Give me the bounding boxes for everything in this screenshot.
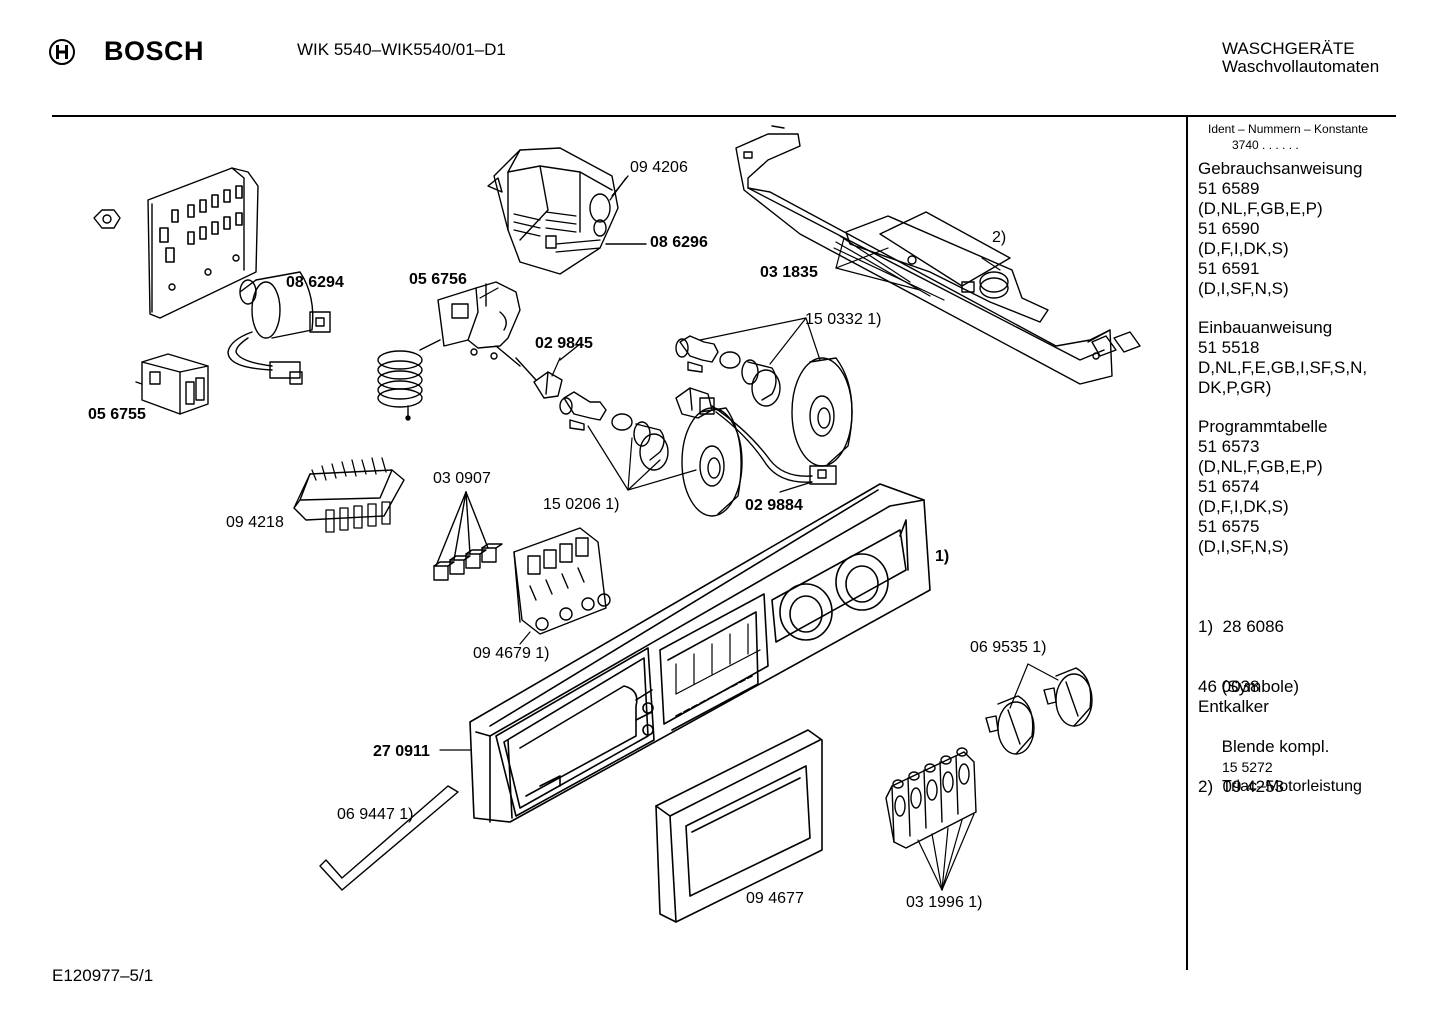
sidebar-section-descaler: 46 0038 Entkalker [1198,677,1269,717]
part-label-031996: 03 1996 1) [906,894,983,911]
part-label-094679: 09 4679 1) [473,645,550,662]
part-label-150332: 15 0332 1) [805,311,882,328]
exploded-parts-drawing [0,0,1186,1000]
part-label-094218: 09 4218 [226,514,284,531]
sidebar-line: DK,P,GR) [1198,378,1272,397]
sidebar-line: Gebrauchsanweisung [1198,159,1363,178]
leader-lines-031996 [918,814,974,890]
part-label-note1: 1) [935,548,950,565]
leader-lines-069535 [1010,664,1058,708]
spanner-key-069447 [320,786,458,890]
knob-right-069535 [1044,668,1092,726]
header-rule [52,115,1396,117]
part-label-056756: 05 6756 [409,271,467,288]
sidebar-line: 1) 28 6086 [1198,617,1285,636]
sidebar-line: (D,NL,F,GB,E,P) [1198,457,1323,476]
sidebar-line: (D,I,SF,N,S) [1198,537,1289,556]
part-label-031835: 03 1835 [760,264,818,281]
part-label-270911: 27 0911 [373,743,430,760]
part-label-069535: 06 9535 1) [970,639,1047,656]
wiring-harness-029884 [676,388,836,484]
mounting-plate [148,168,258,318]
lamp-assembly-right [676,336,780,406]
ident-value: 3740 . . . . . . [1232,138,1299,152]
sidebar-section-note1: 1) 28 6086 (Symbole) Blende kompl. [1198,577,1329,777]
part-label-029884: 02 9884 [745,497,803,514]
part-label-094206: 09 4206 [630,159,688,176]
footer-code: E120977–5/1 [52,966,154,985]
sidebar-line: Blende kompl. [1198,737,1330,756]
sidebar-line: (Symbole) [1198,677,1300,696]
sidebar-line: 51 6575 [1198,517,1260,536]
sidebar-line: D,NL,F,E,GB,I,SF,S,N, [1198,358,1368,377]
ident-title: Ident – Nummern – Konstante [1208,122,1369,136]
sidebar-line: (D,I,SF,N,S) [1198,279,1289,298]
subcategory-title: Waschvollautomaten [1222,57,1380,76]
sidebar-divider [1186,117,1188,970]
switch-block-094679 [514,528,610,634]
sidebar-line: 46 0038 [1198,677,1260,696]
knob-left-069535 [986,696,1034,754]
connector-029845 [516,344,580,398]
sidebar-section-program-table: Programmtabelle 51 6573 (D,NL,F,GB,E,P) … [1198,417,1327,557]
sidebar-line: Einbauanweisung [1198,318,1333,337]
button-set-031996 [886,748,976,848]
part-label-086294: 08 6294 [286,274,344,291]
knob-ring-150332 [792,358,852,466]
electronic-module-094206 [488,148,646,274]
lamp-assembly-left [560,392,668,470]
bosch-armature-icon [49,39,75,65]
part-label-086296: 08 6296 [650,234,708,251]
valve-coil-086294 [228,272,330,384]
part-label-150206: 15 0206 1) [543,496,620,513]
category-title: WASCHGERÄTE [1222,39,1355,58]
drawer-insert-094677 [656,730,822,922]
sidebar-line: Entkalker [1198,697,1269,716]
sidebar-line: 51 6590 [1198,219,1260,238]
sidebar-line: 51 6589 [1198,179,1260,198]
brand-name: BOSCH [104,36,205,66]
nut [94,210,120,228]
contact-block-094218 [294,458,404,532]
sidebar-line: (D,F,I,DK,S) [1198,497,1289,516]
heater-coil [378,351,422,420]
control-board-bracket [736,126,1140,384]
sidebar-line: (D,NL,F,GB,E,P) [1198,199,1323,218]
sidebar-line: 51 6591 [1198,259,1260,278]
knob-ring-150206 [682,408,742,516]
sidebar-line: 2) 09 4253 [1198,777,1285,796]
part-label-094677: 09 4677 [746,890,804,907]
part-label-056755: 05 6755 [88,406,146,423]
sidebar-section-installation: Einbauanweisung 51 5518 D,NL,F,E,GB,I,SF… [1198,318,1367,398]
sidebar-section-manual: Gebrauchsanweisung 51 6589 (D,NL,F,GB,E,… [1198,159,1362,299]
part-label-069447: 06 9447 1) [337,806,414,823]
part-label-029845: 02 9845 [535,335,593,352]
model-title: WIK 5540–WIK5540/01–D1 [297,40,506,59]
sidebar-line: 51 6574 [1198,477,1260,496]
sidebar-line: 51 6573 [1198,437,1260,456]
sidebar-line: Programmtabelle [1198,417,1328,436]
leader-lines [296,178,1000,750]
program-switch-056756 [420,282,520,366]
sidebar-note2-desc: Triac–Motorleistung [1222,778,1362,795]
sidebar-line: (D,F,I,DK,S) [1198,239,1289,258]
control-panel-270911 [470,484,930,822]
part-label-note2: 2) [992,229,1007,246]
sidebar-section-note2: 2) 09 4253 [1198,737,1284,817]
sidebar-note2-sub: 15 5272 [1222,759,1273,775]
sidebar-line: 51 5518 [1198,338,1260,357]
part-label-030907: 03 0907 [433,470,491,487]
push-buttons-030907 [434,492,502,580]
transformer-056755 [136,354,208,414]
